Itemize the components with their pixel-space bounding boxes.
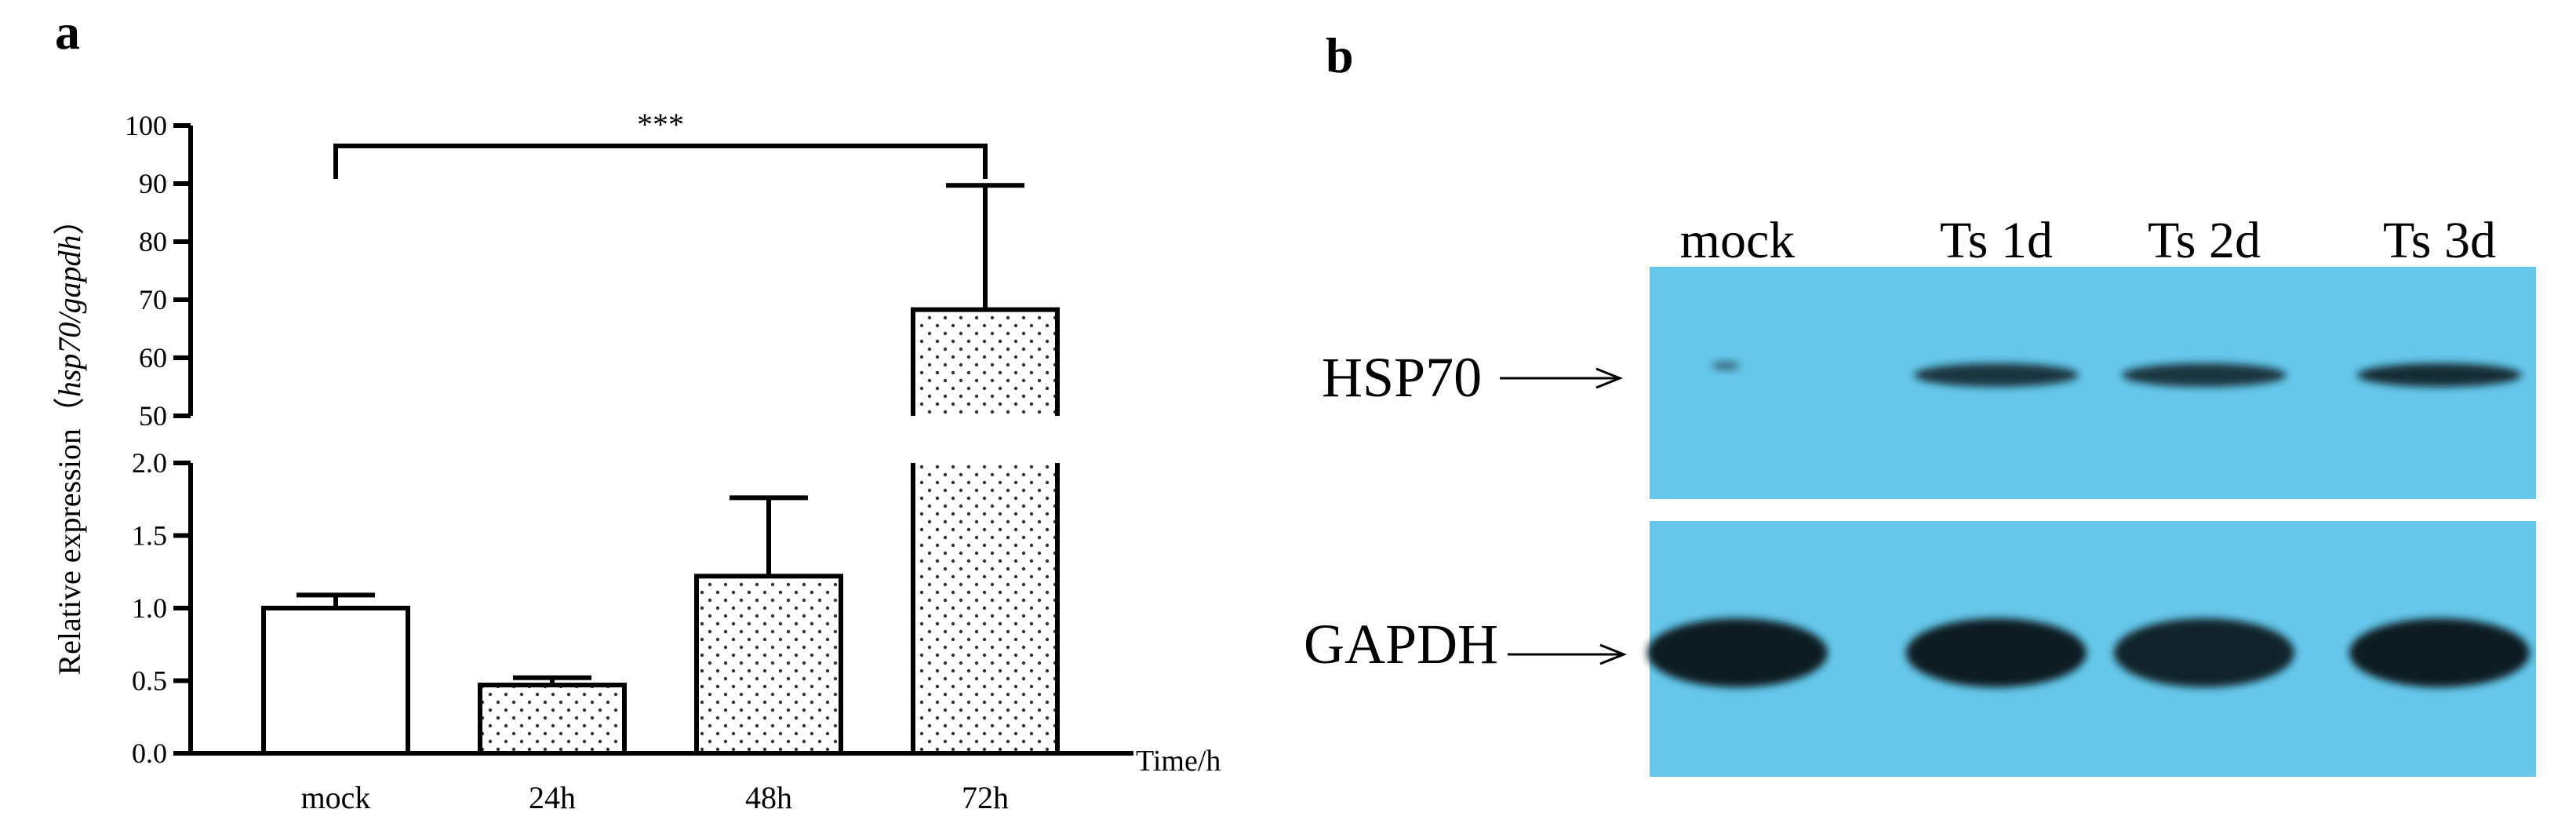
y-axis-label-prefix: Relative expression（ [52,397,87,675]
bar-72h [911,307,1060,756]
band-label-hsp70: HSP70 [1322,346,1482,409]
band-gapdh-lane-4 [2349,618,2530,687]
band-hsp70-lane-2 [1914,363,2079,387]
y-upper-tick-label: 50 [139,400,167,432]
lane-label-2: Ts 1d [1940,212,2053,269]
y-lower-tick-label: 1.5 [132,520,167,552]
arrow-head-gapdh [1599,643,1628,665]
y-upper-tick-label: 60 [139,342,167,373]
band-hsp70-lane-4 [2357,363,2522,387]
band-hsp70-lane-1 [1712,361,1740,370]
panel-a-label: a [55,4,80,60]
lane-label-4: Ts 3d [2383,212,2496,269]
y-lower-tick-label: 0.5 [132,665,167,697]
y-upper-tick-label: 70 [139,284,167,315]
x-tick-label-24h: 24h [529,780,576,815]
x-tick-label-72h: 72h [962,780,1009,815]
significance-label: *** [637,107,684,142]
band-gapdh-lane-2 [1906,618,2087,687]
bar-24h [478,683,627,756]
y-upper-tick-label: 80 [139,226,167,257]
bar-fill-upper [913,309,1057,416]
x-axis-title: Time/h [1136,745,1221,778]
band-gapdh-lane-1 [1647,618,1828,687]
y-axis-label-italic: hsp70/gapdh [52,235,87,397]
bar-fill-lower [913,463,1057,753]
bar-mock [261,606,410,756]
significance-bracket [333,144,988,179]
lane-label-3: Ts 2d [2148,212,2261,269]
band-hsp70-lane-3 [2122,363,2287,387]
y-upper-tick-label: 100 [125,110,167,141]
x-tick-label-48h: 48h [745,780,792,815]
y-lower-tick-label: 1.0 [132,592,167,624]
x-tick-label-mock: mock [301,780,371,815]
band-gapdh-lane-3 [2114,618,2294,687]
panel-b-label: b [1326,27,1354,83]
y-axis-label-suffix: ） [52,203,87,235]
lane-label-1: mock [1680,212,1796,269]
y-lower-tick-label: 2.0 [132,447,167,479]
band-label-gapdh: GAPDH [1304,613,1498,676]
arrow-head-hsp70 [1595,367,1624,389]
bar-48h [694,574,843,756]
bar-outline-lower [911,463,1060,756]
y-axis-label: Relative expression（hsp70/gapdh） [52,203,87,675]
y-lower-tick-label: 0.0 [132,738,167,769]
y-upper-tick-label: 90 [139,168,167,199]
